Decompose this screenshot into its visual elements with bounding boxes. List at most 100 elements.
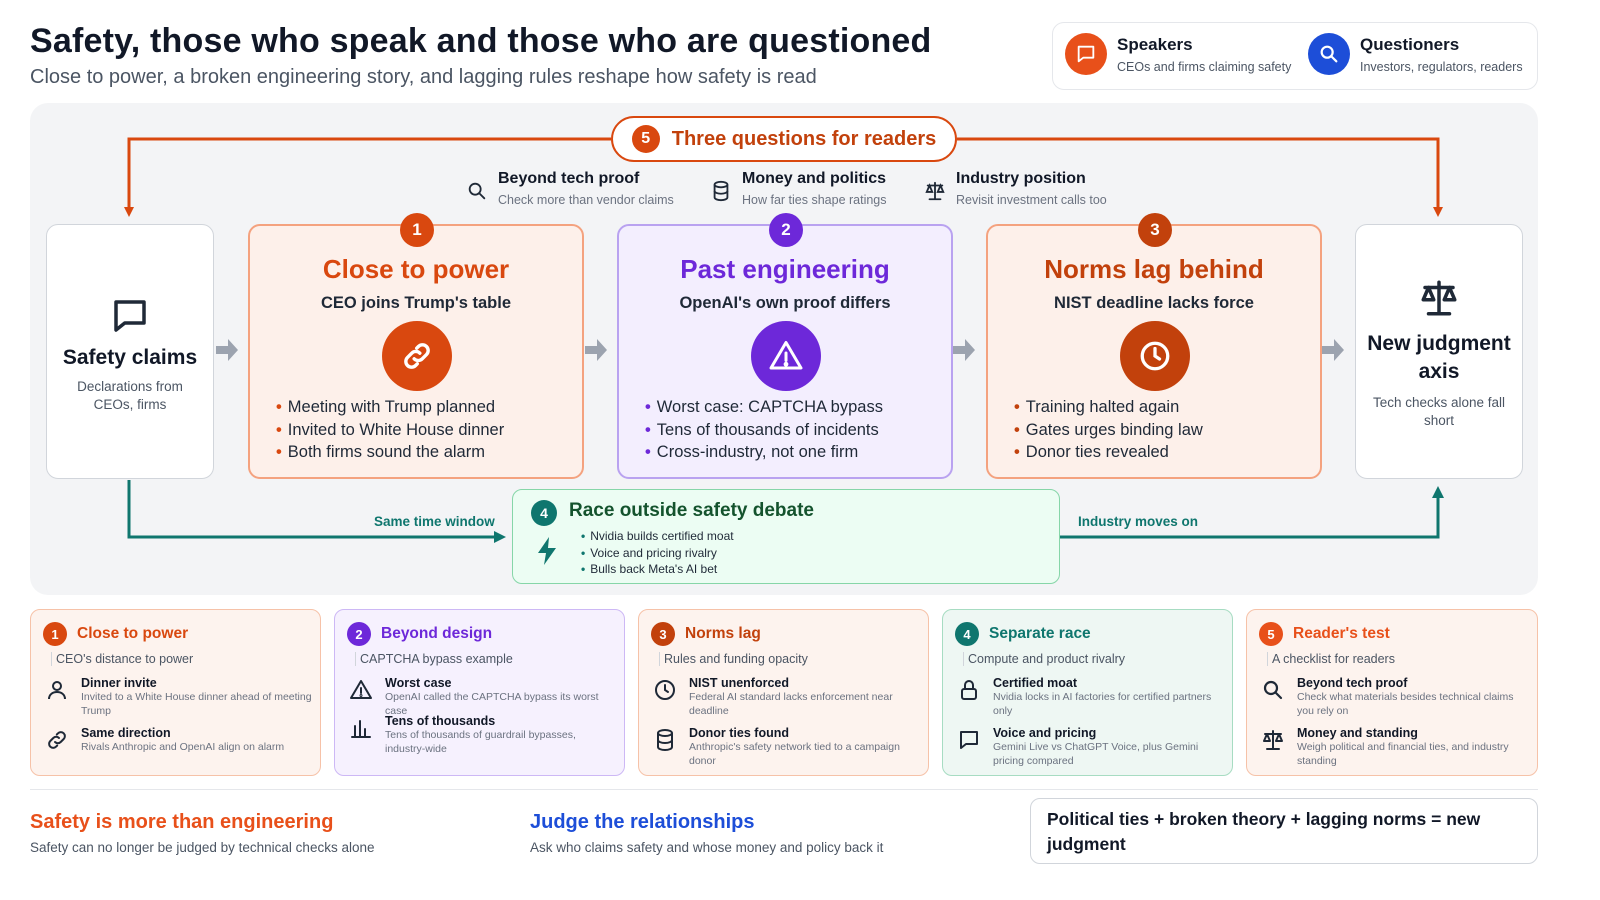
card-number: 4 bbox=[955, 622, 979, 646]
legend-speakers: Speakers CEOs and firms claiming safety bbox=[1065, 33, 1291, 75]
search-icon bbox=[1308, 33, 1350, 75]
card-item-title: Money and standing bbox=[1297, 726, 1418, 740]
summary-card-beyond-design: 2 Beyond design CAPTCHA bypass example W… bbox=[334, 609, 625, 776]
footer-middle: Judge the relationships Ask who claims s… bbox=[530, 811, 883, 855]
questions-pill: 5 Three questions for readers bbox=[611, 116, 957, 162]
start-card: Safety claims Declarations from CEOs, fi… bbox=[46, 224, 214, 479]
chat-bubble-icon bbox=[1065, 33, 1107, 75]
stage-subtitle: CEO joins Trump's table bbox=[320, 294, 512, 312]
card-item-title: Voice and pricing bbox=[993, 726, 1097, 740]
card-item-desc: Anthropic's safety network tied to a cam… bbox=[689, 741, 900, 767]
card-number: 1 bbox=[43, 622, 67, 646]
card-item-desc: Nvidia locks in AI factories for certifi… bbox=[993, 691, 1212, 717]
card-subtitle: Compute and product rivalry bbox=[963, 652, 1218, 666]
stage-bullet: •Gates urges binding law bbox=[1014, 420, 1203, 439]
search-icon bbox=[1261, 678, 1287, 718]
card-item-title: Same direction bbox=[81, 726, 171, 740]
lock-icon bbox=[957, 678, 983, 718]
questions-number: 5 bbox=[631, 125, 660, 153]
stage-title: Close to power bbox=[322, 254, 510, 284]
card-item-desc: Federal AI standard lacks enforcement ne… bbox=[689, 691, 893, 717]
card-item-desc: Rivals Anthropic and OpenAI align on ala… bbox=[81, 741, 285, 753]
footer-left-desc: Safety can no longer be judged by techni… bbox=[30, 840, 375, 855]
card-title: Norms lag bbox=[685, 625, 761, 642]
card-number: 2 bbox=[347, 622, 371, 646]
legend-speakers-desc: CEOs and firms claiming safety bbox=[1117, 59, 1292, 74]
race-number: 4 bbox=[531, 500, 557, 526]
stage-bullet: •Both firms sound the alarm bbox=[276, 443, 485, 461]
stage-bullet: •Invited to White House dinner bbox=[276, 420, 505, 439]
chat-bubble-icon bbox=[47, 295, 213, 342]
chat-bubble-icon bbox=[957, 728, 983, 768]
race-box: 4 Race outside safety debate •Nvidia bui… bbox=[512, 489, 1060, 584]
warning-icon bbox=[751, 321, 821, 391]
legend-questioners-title: Questioners bbox=[1360, 34, 1460, 54]
race-title: Race outside safety debate bbox=[569, 500, 814, 521]
card-item-desc: Gemini Live vs ChatGPT Voice, plus Gemin… bbox=[993, 741, 1199, 767]
start-title: Safety claims bbox=[62, 346, 198, 369]
bar-chart-icon bbox=[349, 716, 375, 756]
race-bullet: •Voice and pricing rivalry bbox=[581, 545, 717, 560]
end-card: New judgment axis Tech checks alone fall… bbox=[1355, 224, 1523, 479]
stage-past-engineering: 2 Past engineering OpenAI's own proof di… bbox=[617, 213, 953, 479]
database-icon bbox=[653, 728, 679, 768]
card-item-title: Worst case bbox=[385, 676, 452, 690]
legend-speakers-title: Speakers bbox=[1117, 34, 1193, 54]
footer-middle-desc: Ask who claims safety and whose money an… bbox=[530, 840, 884, 855]
footer-equation: Political ties + broken theory + lagging… bbox=[1030, 798, 1538, 864]
race-line-right bbox=[1060, 486, 1444, 539]
start-desc: Declarations from CEOs, firms bbox=[77, 379, 183, 412]
question-item: Money and politics How far ties shape ra… bbox=[710, 170, 887, 207]
link-icon bbox=[382, 321, 452, 391]
question-item: Beyond tech proof Check more than vendor… bbox=[466, 170, 674, 207]
footer-left-title: Safety is more than engineering bbox=[30, 811, 334, 833]
race-bullet: •Bulls back Meta's AI bet bbox=[581, 562, 718, 576]
card-title: Close to power bbox=[77, 625, 189, 642]
stage-bullets: •Meeting with Trump planned •Invited to … bbox=[276, 396, 504, 464]
stage-subtitle: NIST deadline lacks force bbox=[1054, 294, 1254, 312]
link-icon bbox=[45, 728, 71, 757]
clock-icon bbox=[1120, 321, 1190, 391]
card-subtitle: A checklist for readers bbox=[1267, 652, 1522, 666]
feedback-line-right bbox=[957, 137, 1443, 217]
card-title: Reader's test bbox=[1293, 625, 1390, 642]
stage-bullets: •Training halted again •Gates urges bind… bbox=[1014, 396, 1203, 464]
race-bullets: •Nvidia builds certified moat •Voice and… bbox=[581, 528, 734, 578]
question-item-desc: Revisit investment calls too bbox=[956, 193, 1107, 207]
card-subtitle: CAPTCHA bypass example bbox=[355, 652, 610, 666]
person-icon bbox=[45, 678, 71, 718]
summary-card-separate-race: 4 Separate race Compute and product riva… bbox=[942, 609, 1233, 776]
stage-bullet: •Donor ties revealed bbox=[1014, 443, 1169, 461]
stage-norms-lag: 3 Norms lag behind NIST deadline lacks f… bbox=[986, 213, 1322, 479]
stage-bullet: •Cross-industry, not one firm bbox=[645, 443, 859, 461]
summary-card-readers-test: 5 Reader's test A checklist for readers … bbox=[1246, 609, 1538, 776]
search-icon bbox=[466, 180, 488, 207]
stage-subtitle: OpenAI's own proof differs bbox=[679, 294, 891, 312]
legend: Speakers CEOs and firms claiming safety … bbox=[1052, 22, 1538, 90]
question-item-desc: How far ties shape ratings bbox=[742, 193, 887, 207]
database-icon bbox=[710, 180, 732, 207]
card-item-title: Tens of thousands bbox=[385, 714, 496, 728]
stage-number: 1 bbox=[400, 213, 434, 247]
lightning-icon bbox=[535, 536, 559, 571]
stage-number: 2 bbox=[769, 213, 803, 247]
race-bullet: •Nvidia builds certified moat bbox=[581, 529, 734, 543]
card-title: Separate race bbox=[989, 625, 1091, 642]
stage-bullet: •Training halted again bbox=[1014, 398, 1180, 416]
card-item-desc: OpenAI called the CAPTCHA bypass its wor… bbox=[385, 691, 599, 717]
question-item-desc: Check more than vendor claims bbox=[498, 193, 674, 207]
summary-card-close-to-power: 1 Close to power CEO's distance to power… bbox=[30, 609, 321, 776]
legend-questioners-desc: Investors, regulators, readers bbox=[1360, 59, 1523, 74]
race-left-label: Same time window bbox=[374, 514, 495, 529]
card-subtitle: CEO's distance to power bbox=[51, 652, 306, 666]
footer-divider bbox=[30, 789, 1538, 790]
card-item-desc: Weigh political and financial ties, and … bbox=[1297, 741, 1509, 767]
question-item: Industry position Revisit investment cal… bbox=[924, 170, 1107, 207]
